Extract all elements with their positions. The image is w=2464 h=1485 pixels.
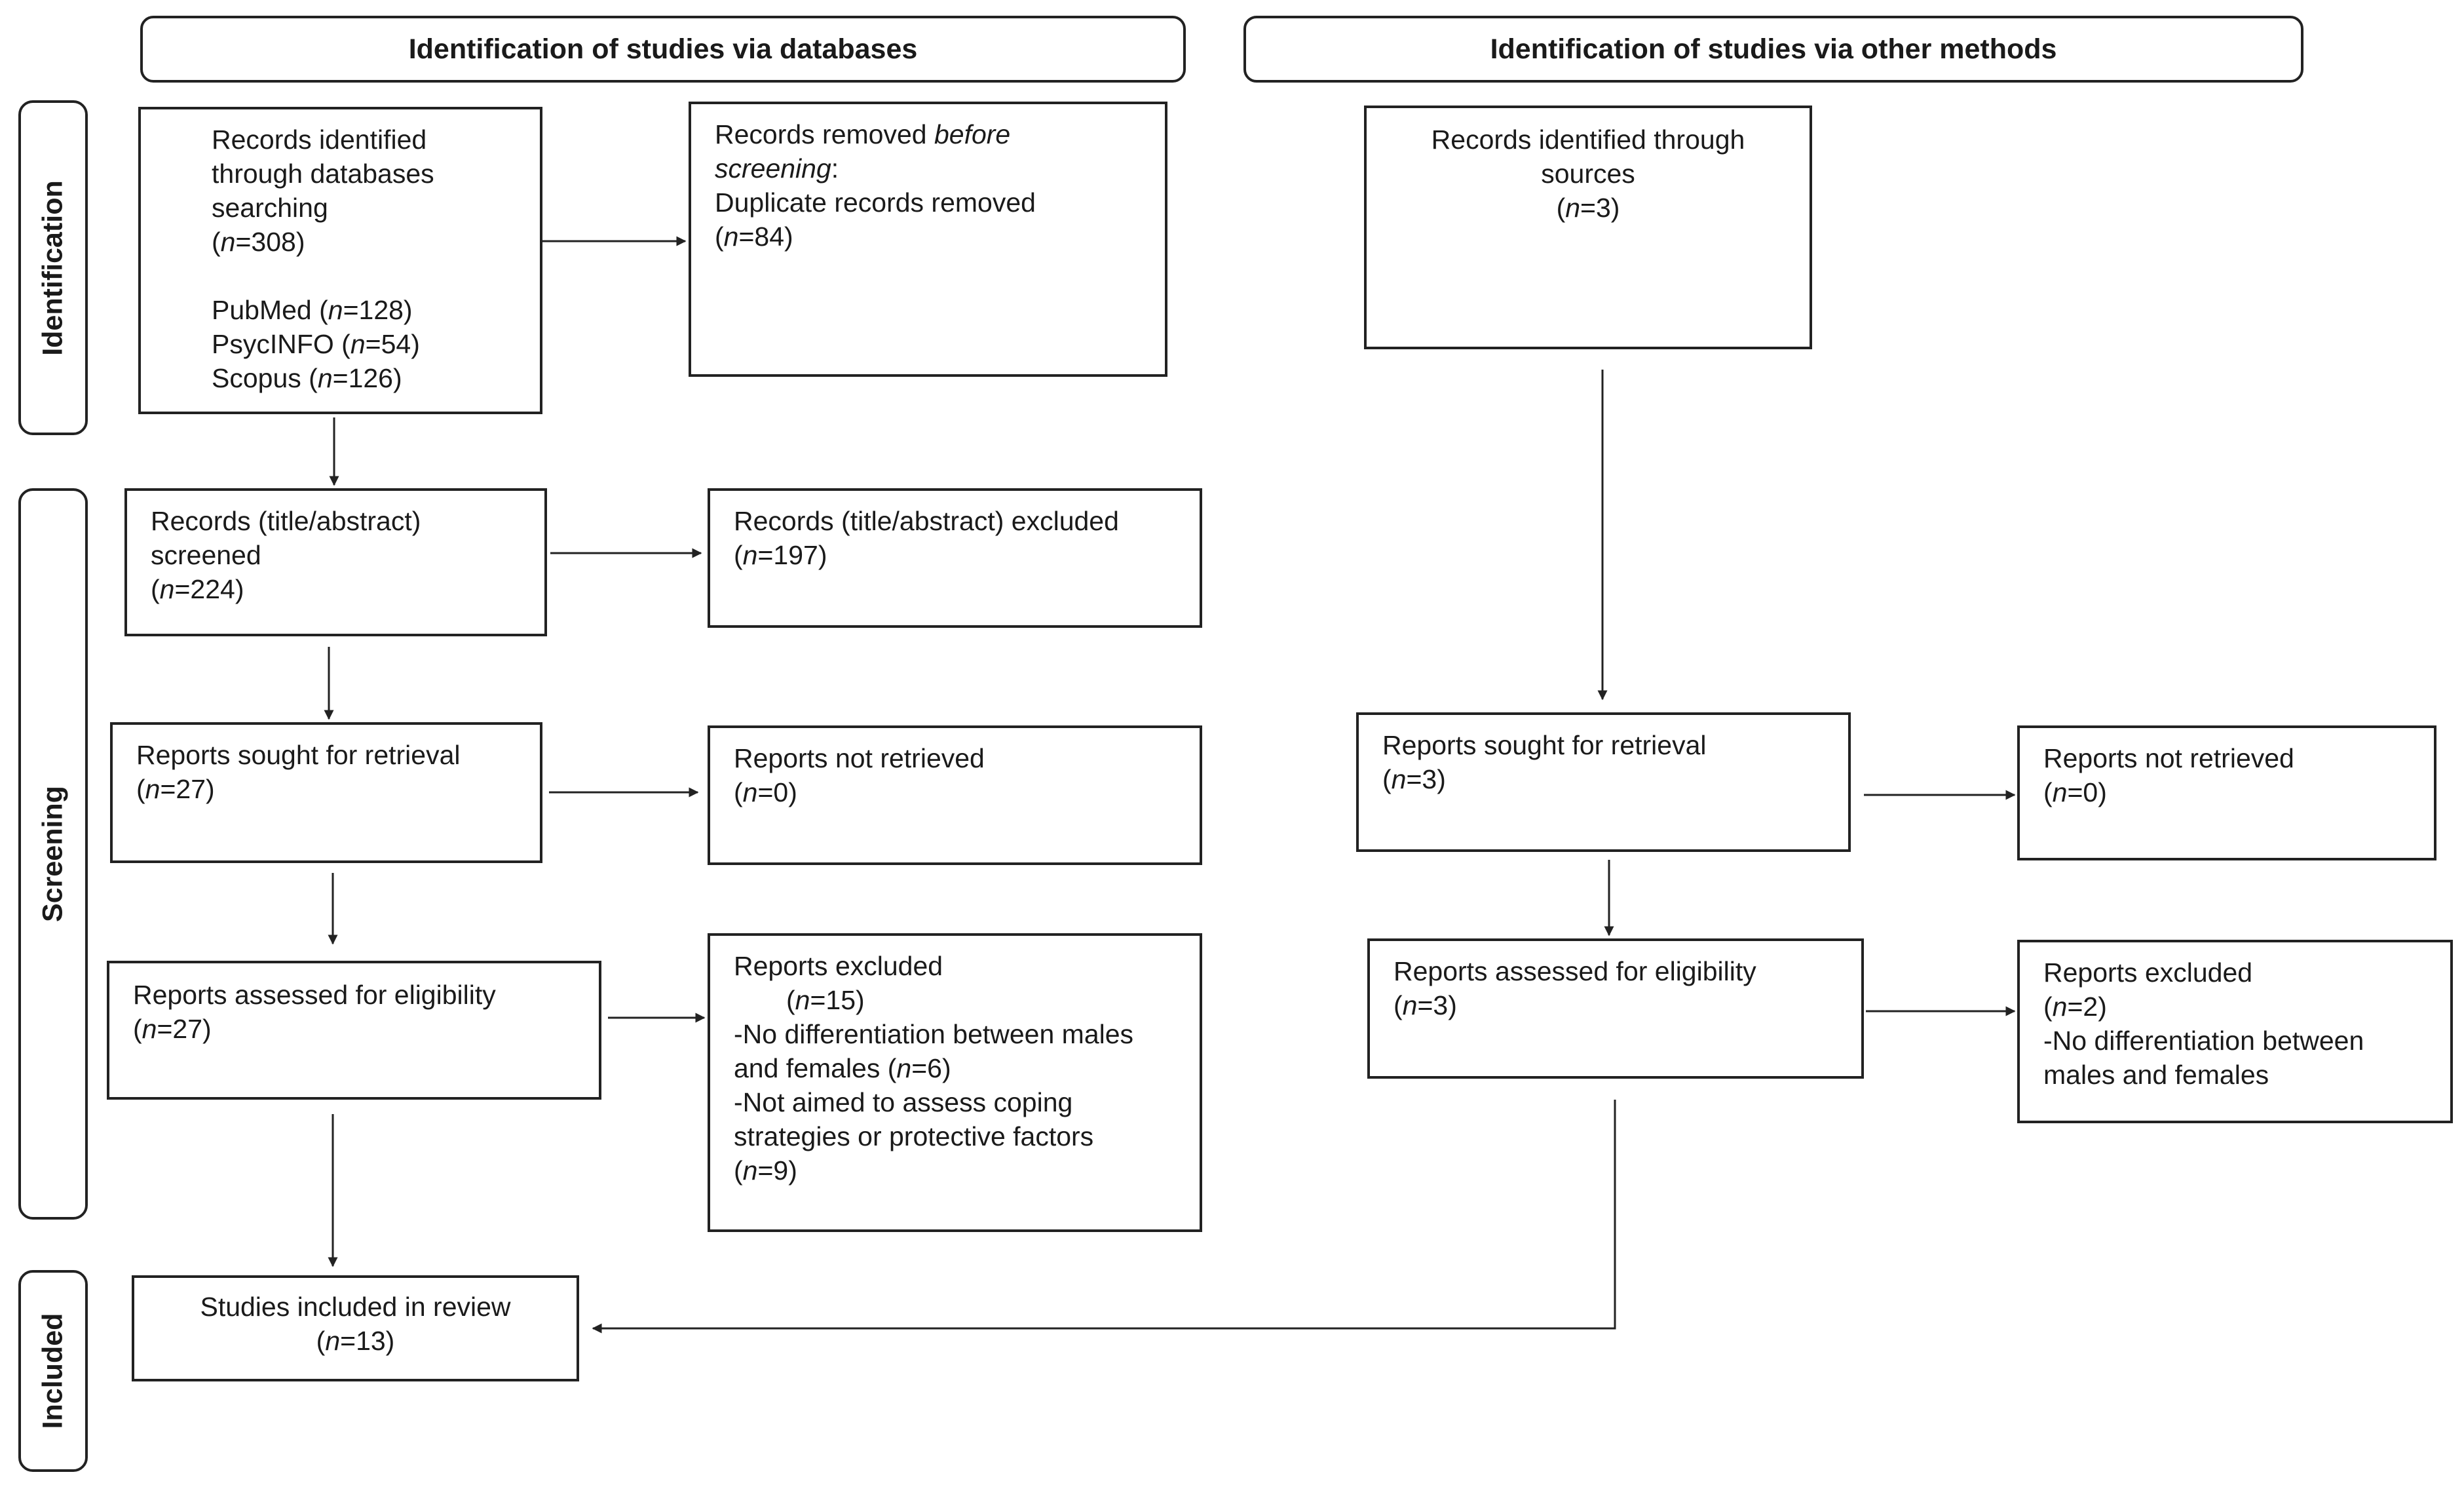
count-text: (n=3) <box>1382 764 1446 794</box>
text-line: Reports sought for retrieval <box>1382 730 1707 760</box>
arrow-other-assessed-to-included <box>592 1100 1616 1334</box>
reason-text: -No differentiation between males <box>734 1019 1134 1049</box>
header-databases-label: Identification of studies via databases <box>408 33 918 65</box>
reason-text: -Not aimed to assess coping <box>734 1087 1073 1117</box>
box-studies-included: Studies included in review (n=13) <box>132 1275 579 1381</box>
box-reports-assessed-other: Reports assessed for eligibility (n=3) <box>1367 938 1864 1079</box>
source-pubmed: PubMed (n=128) <box>212 295 413 325</box>
reason-text: (n=9) <box>734 1155 797 1186</box>
text-line: Records identified through <box>1431 125 1745 155</box>
count-text: (n=0) <box>734 777 797 807</box>
count-text: (n=13) <box>316 1326 395 1356</box>
text-line: Records identified <box>212 125 427 155</box>
box-records-identified-databases: Records identified through databases sea… <box>138 107 542 414</box>
box-records-excluded-title-abstract: Records (title/abstract) excluded (n=197… <box>708 488 1202 628</box>
count-text: (n=15) <box>786 985 865 1015</box>
count-text: (n=84) <box>715 222 793 252</box>
stage-identification: Identification <box>18 100 88 435</box>
box-reports-excluded-other: Reports excluded (n=2) -No differentiati… <box>2017 940 2453 1123</box>
box-records-removed: Records removed before screening: Duplic… <box>689 102 1167 377</box>
box-reports-assessed-databases: Reports assessed for eligibility (n=27) <box>107 961 601 1100</box>
text-line: Reports not retrieved <box>734 743 985 773</box>
count-text: (n=27) <box>136 774 215 804</box>
text-line: Records removed before <box>715 117 1149 151</box>
box-reports-not-retrieved-other: Reports not retrieved (n=0) <box>2017 725 2436 860</box>
count-text: (n=3) <box>1556 193 1620 223</box>
box-reports-not-retrieved-databases: Reports not retrieved (n=0) <box>708 725 1202 865</box>
text-line: Reports assessed for eligibility <box>1393 956 1756 986</box>
box-reports-excluded-databases: Reports excluded (n=15) -No differentiat… <box>708 933 1202 1232</box>
text-part-italic: screening <box>715 153 831 183</box>
text-line: sources <box>1541 159 1635 189</box>
header-other-methods: Identification of studies via other meth… <box>1243 16 2303 83</box>
text-line: Duplicate records removed <box>715 187 1036 218</box>
text-part: Records removed <box>715 119 934 149</box>
text-line: searching <box>212 193 328 223</box>
count-text: (n=2) <box>2043 992 2107 1022</box>
text-part-italic: before <box>934 119 1011 149</box>
reason-text: -No differentiation between <box>2043 1026 2364 1056</box>
reason-text: strategies or protective factors <box>734 1121 1094 1151</box>
text-line: Records (title/abstract) <box>151 506 421 536</box>
count-text: (n=3) <box>1393 990 1457 1020</box>
text-line: screened <box>151 540 261 570</box>
text-line: screening: <box>715 151 1149 185</box>
text-line: Records (title/abstract) excluded <box>734 506 1119 536</box>
box-records-screened: Records (title/abstract) screened (n=224… <box>124 488 547 636</box>
stage-included: Included <box>18 1270 88 1472</box>
box-reports-sought-other: Reports sought for retrieval (n=3) <box>1356 712 1851 852</box>
header-databases: Identification of studies via databases <box>140 16 1186 83</box>
text-line: Reports excluded <box>2043 957 2253 988</box>
count-text: (n=308) <box>212 227 305 257</box>
source-psycinfo: PsycINFO (n=54) <box>212 329 420 359</box>
source-scopus: Scopus (n=126) <box>212 363 402 393</box>
reason-text: males and females <box>2043 1060 2269 1090</box>
text-line: through databases <box>212 159 434 189</box>
count-text: (n=224) <box>151 574 244 604</box>
box-reports-sought-databases: Reports sought for retrieval (n=27) <box>110 722 542 863</box>
text-line: Studies included in review <box>200 1292 511 1322</box>
count-text: (n=0) <box>2043 777 2107 807</box>
count-text: (n=197) <box>734 540 827 570</box>
header-other-label: Identification of studies via other meth… <box>1490 33 2057 65</box>
text-line: Reports sought for retrieval <box>136 740 461 770</box>
reason-text: and females (n=6) <box>734 1053 951 1083</box>
text-part: : <box>831 153 839 183</box>
box-records-identified-other: Records identified through sources (n=3) <box>1364 106 1812 349</box>
text-line: Reports assessed for eligibility <box>133 980 496 1010</box>
stage-screening: Screening <box>18 488 88 1220</box>
text-line: Reports not retrieved <box>2043 743 2294 773</box>
count-text: (n=27) <box>133 1014 212 1044</box>
text-line: Reports excluded <box>734 951 943 981</box>
